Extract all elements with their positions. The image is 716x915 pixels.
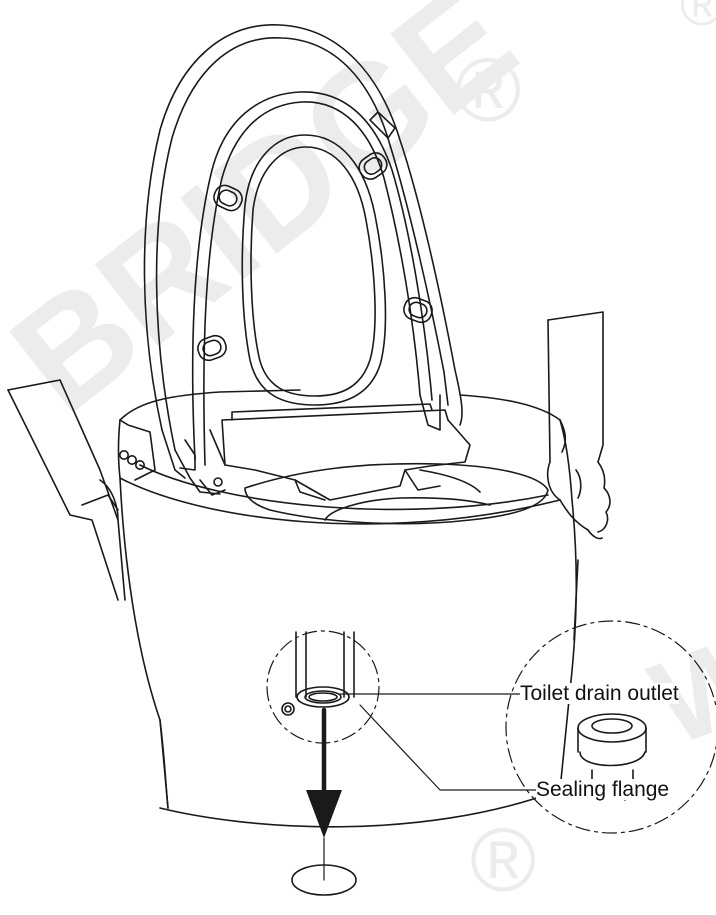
left-hand-arm: [7, 379, 126, 601]
toilet-body: [117, 389, 578, 828]
drain-outlet-label: Toilet drain outlet: [520, 682, 679, 705]
right-hand-arm: [546, 311, 611, 641]
sealing-flange-label: Sealing flange: [536, 778, 670, 801]
callout-leaders: [339, 693, 561, 791]
toilet-lid-seat: [143, 24, 463, 496]
drain-arrow: [291, 707, 357, 896]
sealing-flange-detail: [505, 620, 716, 834]
